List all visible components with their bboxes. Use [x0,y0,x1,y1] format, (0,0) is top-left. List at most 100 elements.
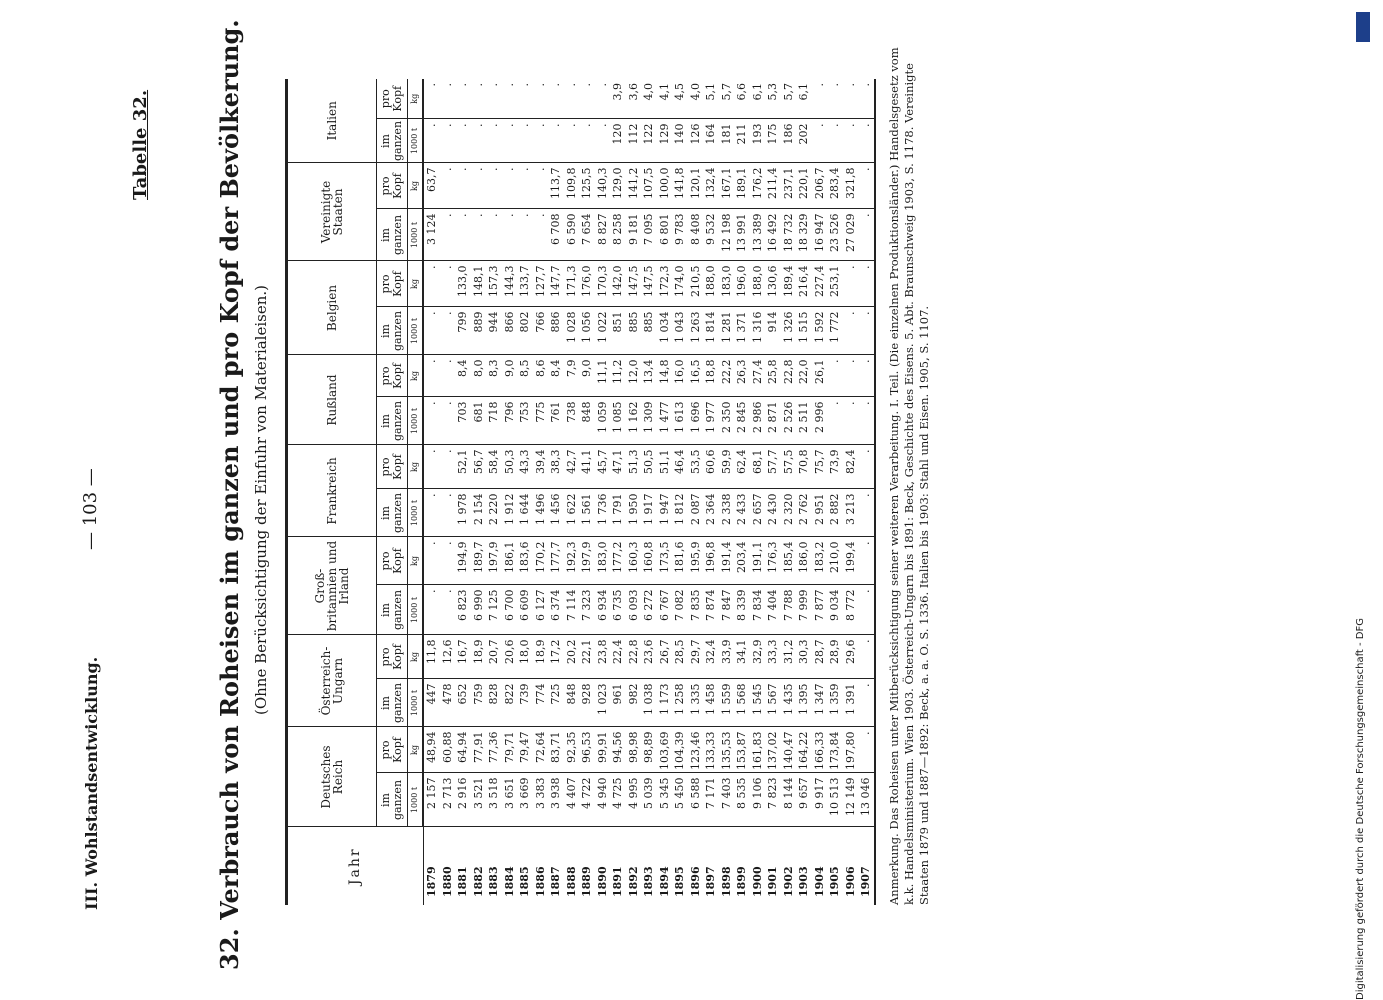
value-cell: 22,2 [718,355,734,397]
value-cell: 39,4 [532,445,548,489]
value-cell: . [858,119,875,163]
value-cell: 283,4 [827,163,843,209]
value-cell: 196,8 [703,537,719,585]
value-cell: 1 592 [811,307,827,355]
value-cell: . [842,79,858,119]
value-cell: 6 093 [625,585,641,635]
value-cell: . [470,209,486,261]
value-cell: 2 350 [718,397,734,445]
value-cell: 160,8 [641,537,657,585]
value-cell: 1 561 [579,489,595,537]
subheader-per-capita: pro Kopf [376,79,408,119]
value-cell: 185,4 [780,537,796,585]
value-cell: 1 515 [796,307,812,355]
value-cell: 82,4 [842,445,858,489]
value-cell: 7 323 [579,585,595,635]
year-cell: 1879 [424,866,438,897]
value-cell: 147,5 [641,261,657,307]
value-cell: 8 535 [734,773,750,827]
year-cell: 1880 [440,866,454,897]
value-cell: . [439,537,455,585]
value-cell: 183,0 [718,261,734,307]
value-cell: 928 [579,679,595,727]
value-cell: 172,3 [656,261,672,307]
value-cell: 123,46 [687,727,703,773]
value-cell: 7 874 [703,585,719,635]
subheader-per-capita: pro Kopf [376,727,408,773]
value-cell: . [501,79,517,119]
value-cell: . [439,307,455,355]
value-cell: . [594,119,610,163]
value-cell: 25,8 [765,355,781,397]
subheader-total: im ganzen [376,119,408,163]
value-cell: 4,1 [656,79,672,119]
value-cell: 1 456 [548,489,564,537]
value-cell: . [439,119,455,163]
value-cell: 718 [486,397,502,445]
value-cell: . [594,79,610,119]
value-cell: 8,5 [517,355,533,397]
value-cell: 176,3 [765,537,781,585]
value-cell: 886 [548,307,564,355]
value-cell: 3 518 [486,773,502,827]
value-cell: 1 391 [842,679,858,727]
value-cell: 22,0 [796,355,812,397]
value-cell: . [470,119,486,163]
value-cell: 176,2 [749,163,765,209]
country-header: Österreich-Ungarn [286,635,377,727]
value-cell: 1 772 [827,307,843,355]
value-cell: . [579,79,595,119]
year-cell: 1885 [518,866,531,897]
value-cell: . [858,489,875,537]
value-cell: . [811,79,827,119]
country-header: Vereinigte Staaten [286,163,377,261]
value-cell: . [858,397,875,445]
value-cell: . [423,537,440,585]
value-cell: 7 654 [579,209,595,261]
value-cell: . [842,397,858,445]
value-cell: 22,4 [610,635,626,679]
value-cell: 98,98 [625,727,641,773]
value-cell: 100,0 [656,163,672,209]
value-cell: 23,6 [641,635,657,679]
value-cell: 1 947 [656,489,672,537]
value-cell: 183,6 [517,537,533,585]
value-cell: 961 [610,679,626,727]
year-cell: 1899 [735,866,748,897]
value-cell: 181 [718,119,734,163]
value-cell: 196,0 [734,261,750,307]
value-cell: 83,71 [548,727,564,773]
value-cell: 18,8 [703,355,719,397]
value-cell: 32,9 [749,635,765,679]
value-cell: 1 622 [563,489,579,537]
value-cell: 848 [563,679,579,727]
value-cell: 1 567 [765,679,781,727]
value-cell: 774 [532,679,548,727]
value-cell: . [486,163,502,209]
year-cell: 1904 [812,866,826,897]
value-cell: 46,4 [672,445,688,489]
value-cell: 7 404 [765,585,781,635]
unit-total: 1000 t [407,679,423,727]
year-cell: 1891 [611,866,624,897]
unit-per-capita: kg [407,635,423,679]
value-cell: 16,0 [672,355,688,397]
value-cell: 2 845 [734,397,750,445]
value-cell: 796 [501,397,517,445]
value-cell: 63,7 [423,163,440,209]
value-cell: 321,8 [842,163,858,209]
value-cell: 2 154 [470,489,486,537]
value-cell: 170,2 [532,537,548,585]
value-cell: . [579,119,595,163]
value-cell: 6 823 [455,585,471,635]
value-cell: . [858,727,875,773]
value-cell: . [548,79,564,119]
value-cell: . [501,209,517,261]
value-cell: 27,4 [749,355,765,397]
page-subtitle: (Ohne Berücksichtigung der Einfuhr von M… [252,284,270,716]
table-reference: Tabelle 32. [130,89,151,200]
unit-per-capita: kg [407,445,423,489]
value-cell: 68,1 [749,445,765,489]
